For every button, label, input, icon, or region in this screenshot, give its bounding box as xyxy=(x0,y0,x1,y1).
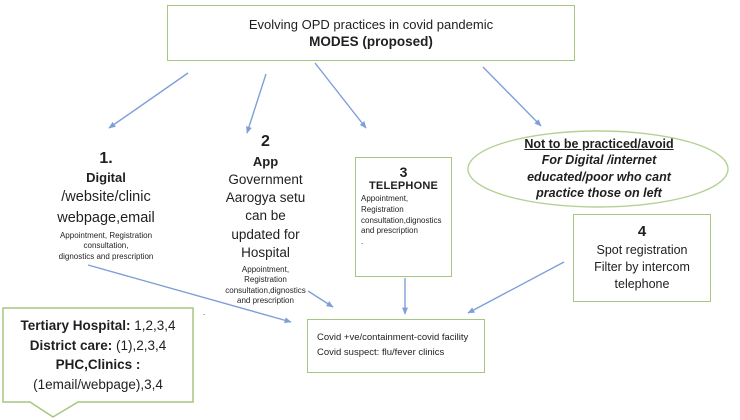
avoid-ellipse-text: Not to be practiced/avoid For Digital /i… xyxy=(478,136,720,201)
node-app-trailing-dot: . xyxy=(203,307,206,317)
title-line: Evolving OPD practices in covid pandemic xyxy=(248,17,494,32)
arrow-title-to-ellipse xyxy=(482,66,542,127)
callout-line: (1email/webpage),3,4 xyxy=(33,376,163,392)
node-digital-number: 1. xyxy=(99,150,113,167)
node-digital-heading: Digital xyxy=(86,170,126,185)
arrow-title-to-digital xyxy=(108,72,189,129)
title-subtitle: MODES (proposed) xyxy=(309,34,433,49)
node-spot-body: Spot registration Filter by intercom tel… xyxy=(594,243,690,291)
arrow-spot-to-covid xyxy=(467,261,565,314)
node-digital: 1. Digital /website/clinic webpage,email… xyxy=(25,150,187,262)
avoid-ellipse-body: For Digital /internet educated/poor who … xyxy=(527,153,671,200)
node-app-number: 2 xyxy=(261,133,270,150)
callout-line: PHC,Clinics : xyxy=(55,357,141,373)
arrow-title-to-telephone xyxy=(314,62,367,129)
node-digital-body: /website/clinic webpage,email xyxy=(57,189,155,227)
callout-line: District care: (1),2,3,4 xyxy=(29,337,167,353)
node-app-heading: App xyxy=(252,154,279,169)
node-telephone-number: 3 xyxy=(399,164,408,180)
avoid-ellipse-heading: Not to be practiced/avoid xyxy=(524,137,674,151)
node-telephone-heading: TELEPHONE xyxy=(368,180,439,192)
node-app: 2 App Government Aarogya setu can be upd… xyxy=(203,133,328,317)
title-box: Evolving OPD practices in covid pandemic… xyxy=(167,5,575,61)
node-telephone-box: 3 TELEPHONE Appointment, Registration co… xyxy=(355,157,452,277)
node-telephone-details: Appointment, Registration consultation,d… xyxy=(361,194,442,236)
callout-bubble-text: Tertiary Hospital: 1,2,3,4 District care… xyxy=(8,316,188,394)
callout-line: Tertiary Hospital: 1,2,3,4 xyxy=(20,318,176,333)
node-spot-number: 4 xyxy=(637,223,647,241)
node-digital-details: Appointment, Registration consultation, … xyxy=(58,231,154,261)
node-telephone-trailing-dot: . xyxy=(361,237,364,247)
node-app-body: Government Aarogya setu can be updated f… xyxy=(225,172,306,260)
node-spot-box: 4 Spot registration Filter by intercom t… xyxy=(573,214,711,302)
covid-facility-box: Covid +ve/containment-covid facility Cov… xyxy=(307,319,485,373)
covid-facility-line: Covid +ve/containment-covid facility xyxy=(317,332,469,344)
arrow-title-to-app xyxy=(246,73,267,134)
node-app-details: Appointment, Registration consultation,d… xyxy=(225,265,306,306)
covid-suspect-line: Covid suspect: flu/fever clinics xyxy=(317,347,445,358)
